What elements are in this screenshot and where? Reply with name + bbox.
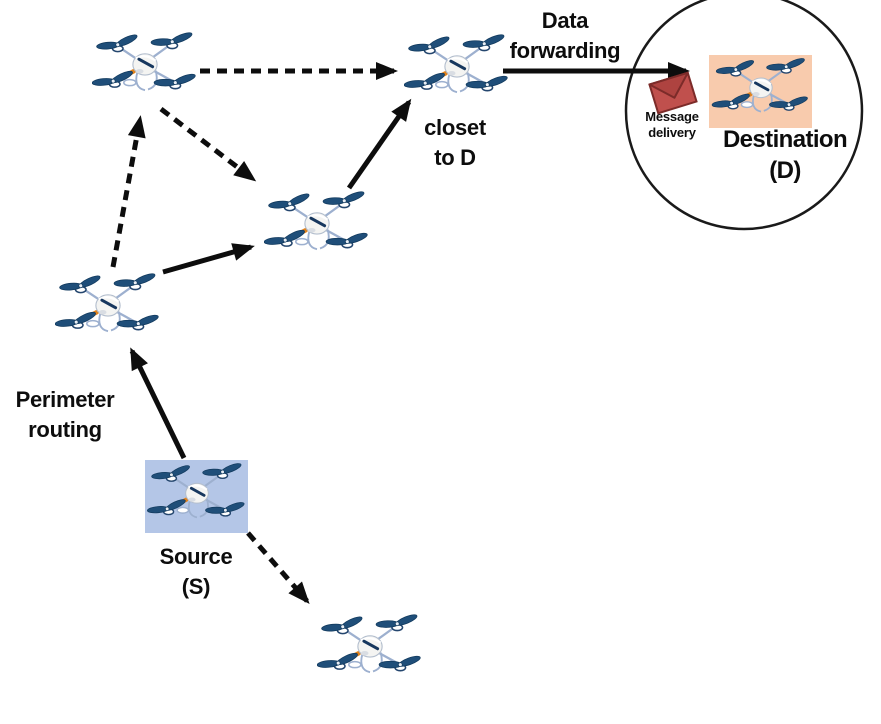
label-source: Source (S) xyxy=(159,544,233,599)
arrow-solid-left-to-middle xyxy=(162,243,255,275)
arrow-dashed-source-to-bottom xyxy=(246,531,310,605)
label-data-forwarding: Data forwarding xyxy=(509,8,621,63)
label-perimeter-routing: Perimeter routing xyxy=(15,387,115,442)
arrow-solid-middle-to-closest xyxy=(346,98,412,190)
arrow-dashed-left-to-topleft xyxy=(110,115,146,268)
drone-relay-middle xyxy=(263,189,369,249)
label-destination: Destination (D) xyxy=(722,126,848,185)
drone-relay-top-left xyxy=(91,30,197,90)
envelope-flap xyxy=(648,71,689,99)
drone-relay-left xyxy=(54,271,160,331)
arrow-dashed-topleft-to-middle xyxy=(159,107,257,182)
routing-arrows xyxy=(110,62,690,605)
message-envelope-icon xyxy=(648,71,698,115)
drone-closest-to-destination xyxy=(403,32,509,92)
arrow-perimeter-routing xyxy=(129,347,187,460)
drone-bottom xyxy=(316,612,422,672)
label-closest-to-d: closet to D xyxy=(424,115,486,170)
destination-region-circle xyxy=(624,0,864,231)
label-message-delivery: Message delivery xyxy=(645,109,699,140)
